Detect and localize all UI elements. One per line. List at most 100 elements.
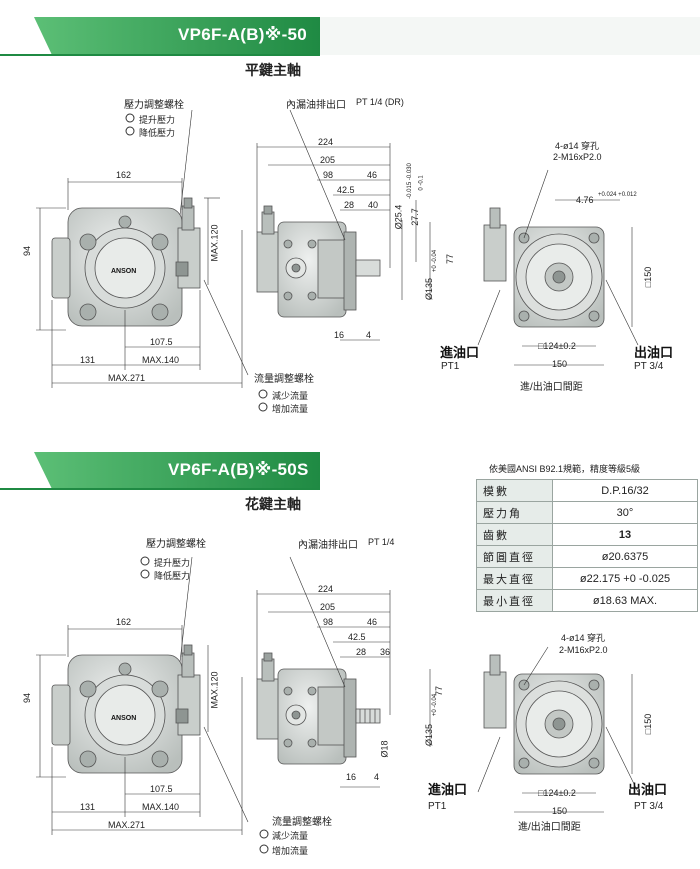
dim-18-2: Ø18 (379, 740, 390, 758)
dim-lines-rear-1 (477, 169, 639, 366)
thread-label-2: 2-M16xP2.0 (559, 645, 608, 655)
brand-logo-2: ANSON (111, 715, 137, 722)
side-view-1 (256, 205, 381, 318)
drain-size-2: PT 1/4 (368, 537, 395, 547)
holes-label-1: 4-ø14 穿孔 (555, 141, 600, 151)
banner-2 (0, 452, 320, 490)
dim-lines-front-1 (36, 109, 249, 388)
spline-table-caption: 依美國ANSI B92.1規範，精度等級5級 (489, 464, 641, 474)
dim-150-2: □150 (643, 713, 654, 735)
outlet-label-1: 出油口 (634, 345, 674, 360)
flow-down-label-2: 減少流量 (272, 831, 309, 841)
pressure-down-label-2: 降低壓力 (154, 571, 191, 581)
flow-screw-label-2: 流量調整螺栓 (272, 817, 332, 828)
rear-view-1 (483, 207, 605, 328)
dim-4-1: 4 (366, 330, 372, 340)
dim-135-1: Ø135 (424, 277, 435, 301)
model-title-1: VP6F-A(B)※-50 (178, 25, 308, 44)
dim-36-2: 36 (380, 647, 391, 657)
dim-42-1: 42.5 (337, 185, 355, 195)
front-view-2 (51, 644, 201, 774)
dim-131-2: 131 (80, 802, 96, 812)
dim-107-2: 107.5 (150, 784, 173, 794)
model-title-2: VP6F-A(B)※-50S (168, 460, 309, 479)
drain-label-1: 內漏油排出口 (286, 100, 346, 111)
dim-150b-1: 150 (552, 359, 568, 369)
dim-lines-front-2 (36, 556, 249, 835)
dim-4-2: 4 (374, 772, 380, 782)
dim-150b-2: 150 (552, 806, 568, 816)
dim-135-tol-1: +0 -0.04 (432, 249, 439, 273)
dim-98-1: 98 (323, 170, 334, 180)
pressure-up-label-1: 提升壓力 (139, 115, 176, 125)
shaft-type-1: 平鍵主軸 (245, 62, 301, 78)
drain-size-1: PT 1/4 (DR) (356, 97, 404, 107)
dim-27-tol-1: 0 -0.1 (418, 175, 425, 191)
flow-up-label-1: 增加流量 (272, 404, 309, 414)
dim-205-1: 205 (320, 155, 336, 165)
dim-162-2: 162 (116, 617, 132, 627)
outlet-size-2: PT 3/4 (634, 801, 664, 812)
flow-screw-label-1: 流量調整螺栓 (254, 374, 314, 385)
dim-16-2: 16 (346, 772, 357, 782)
inlet-label-2: 進油口 (428, 782, 468, 797)
holes-label-2: 4-ø14 穿孔 (561, 633, 606, 643)
dim-max120-2: MAX.120 (209, 671, 220, 709)
dim-28-1: 28 (344, 200, 355, 210)
dim-lines-side-1 (256, 109, 431, 341)
rear-view-2 (483, 654, 605, 775)
outlet-label-2: 出油口 (628, 782, 668, 797)
inlet-size-2: PT1 (428, 801, 447, 812)
dim-98-2: 98 (323, 617, 334, 627)
outlet-size-1: PT 3/4 (634, 361, 664, 372)
dim-40-1: 40 (368, 200, 379, 210)
dim-16-1: 16 (334, 330, 345, 340)
dim-94-1: 94 (22, 245, 33, 257)
dim-476-1: 4.76 (576, 195, 594, 205)
pressure-down-label-1: 降低壓力 (139, 128, 176, 138)
dim-25-tol-1: -0.015 -0.030 (406, 163, 413, 199)
dim-476-tol-1: +0.024 +0.012 (598, 192, 637, 198)
dim-25-1: Ø25.4 (393, 204, 404, 230)
dim-124-2: □124±0.2 (538, 788, 576, 798)
pressure-up-label-2: 提升壓力 (154, 558, 191, 568)
dim-107-1: 107.5 (150, 337, 173, 347)
dim-224-2: 224 (318, 584, 334, 594)
dim-max271-1: MAX.271 (108, 373, 146, 383)
pressure-screw-label-1: 壓力調整螺栓 (124, 100, 184, 111)
dim-77-1: 77 (445, 253, 456, 265)
port-pitch-label-2: 進/出油口間距 (518, 822, 581, 833)
inlet-size-1: PT1 (441, 361, 460, 372)
dim-46-2: 46 (367, 617, 378, 627)
dim-135-2: Ø135 (424, 723, 435, 747)
dim-42-2: 42.5 (348, 632, 366, 642)
dim-131-1: 131 (80, 355, 96, 365)
dim-27-1: 27.7 (409, 208, 420, 226)
side-view-2 (256, 652, 381, 765)
pressure-screw-label-2: 壓力調整螺栓 (146, 539, 206, 550)
dim-28-2: 28 (356, 647, 367, 657)
dim-205-2: 205 (320, 602, 336, 612)
inlet-label-1: 進油口 (440, 345, 480, 360)
banner-1 (0, 17, 700, 56)
drain-label-2: 內漏油排出口 (298, 540, 358, 551)
dim-135-tol-2: +0 -0.04 (432, 693, 439, 717)
port-pitch-label-1: 進/出油口間距 (520, 382, 583, 393)
dim-94-2: 94 (22, 692, 33, 704)
thread-label-1: 2-M16xP2.0 (553, 152, 602, 162)
dim-46-1: 46 (367, 170, 378, 180)
dim-lines-rear-2 (477, 646, 639, 813)
dim-162-1: 162 (116, 170, 132, 180)
dim-max140-1: MAX.140 (142, 355, 180, 365)
dim-max271-2: MAX.271 (108, 820, 146, 830)
shaft-type-2: 花鍵主軸 (245, 496, 301, 512)
dim-lines-side-2 (256, 556, 431, 788)
